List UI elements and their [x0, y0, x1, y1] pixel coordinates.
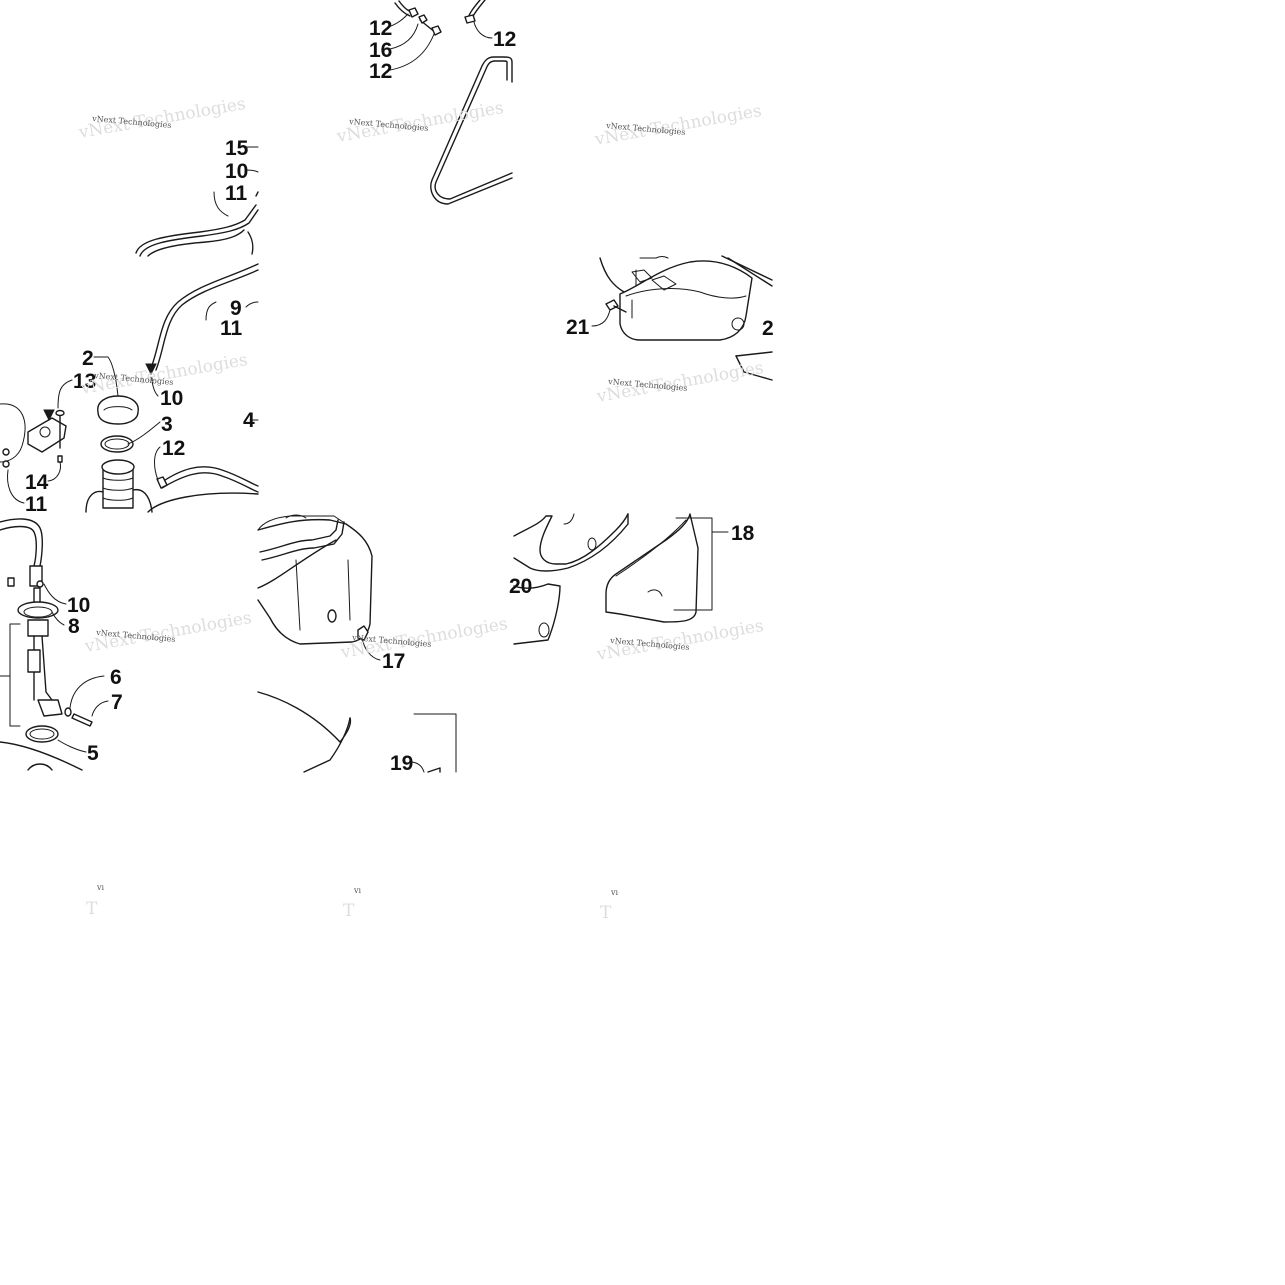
callout-numbers: 12 16 12 12 15 10 11 9 11 2 13 10 3 4 12… [25, 17, 774, 775]
vent-hose-assembly [394, 0, 513, 205]
fuel-tank-body [257, 514, 457, 773]
watermark-fragment: T [86, 899, 98, 919]
watermark-fragment: T [343, 901, 355, 921]
callout-label: 14 [25, 471, 49, 494]
watermark-fragment: vı [96, 883, 105, 892]
callout-label: 5 [87, 742, 99, 765]
fuel-pump-assembly [0, 518, 93, 771]
callout-label: 12 [369, 17, 392, 40]
callout-label: 13 [73, 370, 96, 393]
callout-label: 6 [110, 666, 122, 689]
callout-label: 10 [67, 594, 90, 617]
callout-label: 10 [225, 160, 248, 183]
fuel-tank-top-assembly [0, 363, 259, 513]
callout-label: 11 [25, 493, 48, 516]
callout-label: 21 [566, 316, 590, 339]
callout-label: 11 [220, 317, 243, 340]
callout-label: 20 [509, 575, 532, 598]
callout-label: 10 [160, 387, 183, 410]
arrow-marker-icon [43, 409, 55, 422]
callout-label: 7 [111, 691, 123, 714]
callout-label: 11 [225, 182, 248, 205]
drain-clip-icon [357, 625, 369, 641]
pump-bracket-icon [27, 417, 67, 453]
callout-label: 12 [162, 437, 185, 460]
callout-label: 16 [369, 39, 392, 62]
watermark-fragment: vı [353, 886, 362, 895]
callout-label: 2 [82, 347, 94, 370]
watermarks: vNext Technologies vNext Technologies vN… [76, 94, 765, 923]
upper-hose-routing [135, 191, 259, 371]
side-cover-lower [513, 513, 729, 645]
gas-cap-icon [97, 395, 139, 425]
callout-label: 12 [493, 28, 516, 51]
callout-label: 9 [230, 297, 242, 320]
callout-label: 12 [369, 60, 392, 83]
callout-label: 3 [161, 413, 173, 436]
side-cover-upper [599, 255, 773, 381]
arrow-marker-icon [145, 363, 157, 376]
watermark-fragment: vı [610, 888, 619, 897]
callout-label: 4 [243, 409, 255, 432]
watermark-fragment: T [600, 903, 612, 923]
callout-label: 2 [762, 317, 774, 340]
callout-label: 19 [390, 752, 413, 775]
callout-label: 15 [225, 137, 249, 160]
screw-icon [605, 299, 619, 311]
callout-label: 18 [731, 522, 755, 545]
callout-label: 17 [382, 650, 405, 673]
callout-label: 8 [68, 615, 80, 638]
leader-lines [7, 13, 611, 773]
